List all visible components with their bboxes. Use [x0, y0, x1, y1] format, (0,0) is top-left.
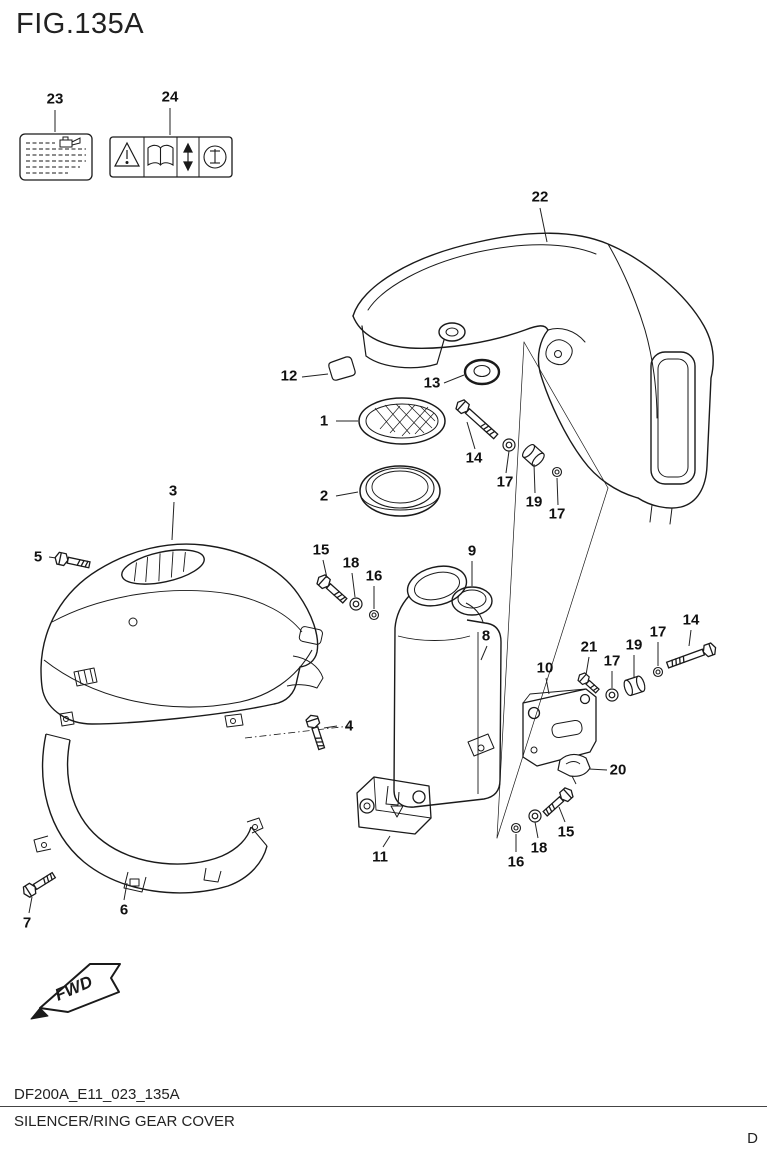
fasteners	[20, 397, 719, 900]
bushing-part19-a	[519, 442, 547, 469]
callout-17: 17	[496, 473, 514, 491]
footer-divider	[0, 1106, 767, 1107]
callout-19: 19	[625, 636, 643, 654]
callout-22: 22	[531, 188, 549, 206]
owners-manual-icon	[147, 144, 174, 166]
callout-10: 10	[536, 659, 554, 677]
washer-part16-a	[368, 609, 380, 621]
washer-part18-a	[349, 597, 363, 611]
oil-can-icon	[59, 136, 81, 148]
callout-1: 1	[319, 412, 329, 430]
washer-part18-b	[528, 809, 542, 823]
drawing-title: SILENCER/RING GEAR COVER	[14, 1113, 235, 1130]
washer-part17-a	[502, 438, 516, 452]
grommet-part13	[463, 358, 501, 386]
bracket-part11	[356, 776, 432, 835]
washer-part17-b	[551, 466, 563, 478]
jack-point-icon	[203, 145, 227, 169]
ring-gear-cover-ring-part6	[33, 733, 268, 894]
plug-part12	[328, 356, 356, 381]
caution-sticker-part23	[19, 133, 93, 181]
washer-part17-c	[605, 688, 619, 702]
callout-7: 7	[22, 914, 32, 932]
ring-part2	[359, 465, 441, 517]
callout-18: 18	[342, 554, 360, 572]
callout-14: 14	[465, 449, 483, 467]
callout-17: 17	[603, 652, 621, 670]
bolt-part14-right	[664, 641, 719, 672]
bolt-part7	[20, 869, 58, 900]
callout-3: 3	[168, 482, 178, 500]
callout-6: 6	[119, 901, 129, 919]
bolt-part14-upper	[453, 397, 501, 442]
bolt-part15-left	[314, 572, 350, 606]
bolt-part15-right	[540, 785, 576, 819]
silencer-cover-part22	[352, 232, 714, 839]
callout-16: 16	[507, 853, 525, 871]
callout-4: 4	[344, 717, 354, 735]
callout-17: 17	[548, 505, 566, 523]
bracket-part10	[522, 688, 597, 767]
warning-triangle-icon	[114, 141, 140, 167]
callout-14: 14	[682, 611, 700, 629]
page-letter: D	[747, 1130, 758, 1147]
callout-11: 11	[372, 848, 388, 866]
callout-21: 21	[580, 638, 598, 656]
callout-13: 13	[423, 374, 441, 392]
figure-title: FIG.135A	[16, 8, 145, 40]
callout-15: 15	[312, 541, 330, 559]
callout-9: 9	[467, 542, 477, 560]
up-down-arrow-icon	[183, 142, 193, 172]
fwd-flag: FWD	[30, 963, 121, 1020]
callout-17: 17	[649, 623, 667, 641]
callout-15: 15	[557, 823, 575, 841]
bolt-part5	[53, 551, 92, 572]
screen-part1	[358, 397, 446, 445]
callout-16: 16	[365, 567, 383, 585]
callout-20: 20	[609, 761, 627, 779]
callout-23: 23	[46, 90, 64, 108]
warning-sticker-part24	[109, 136, 233, 178]
silencer-part8	[385, 565, 502, 808]
drawing-code: DF200A_E11_023_135A	[14, 1086, 180, 1103]
callout-12: 12	[280, 367, 298, 385]
leader-lines	[28, 108, 692, 914]
projection-lines	[496, 341, 609, 839]
callout-8: 8	[481, 627, 491, 645]
bolt-part4	[304, 712, 329, 752]
seal-part9	[451, 586, 493, 616]
ring-gear-cover-part3	[40, 543, 351, 739]
callout-2: 2	[319, 487, 329, 505]
clamp-part20	[557, 753, 591, 785]
callout-19: 19	[525, 493, 543, 511]
washer-part17-d	[652, 666, 664, 678]
callout-24: 24	[161, 88, 179, 106]
bushing-part19-b	[621, 674, 648, 698]
washer-part16-b	[510, 822, 522, 834]
callout-5: 5	[33, 548, 43, 566]
callout-18: 18	[530, 839, 548, 857]
